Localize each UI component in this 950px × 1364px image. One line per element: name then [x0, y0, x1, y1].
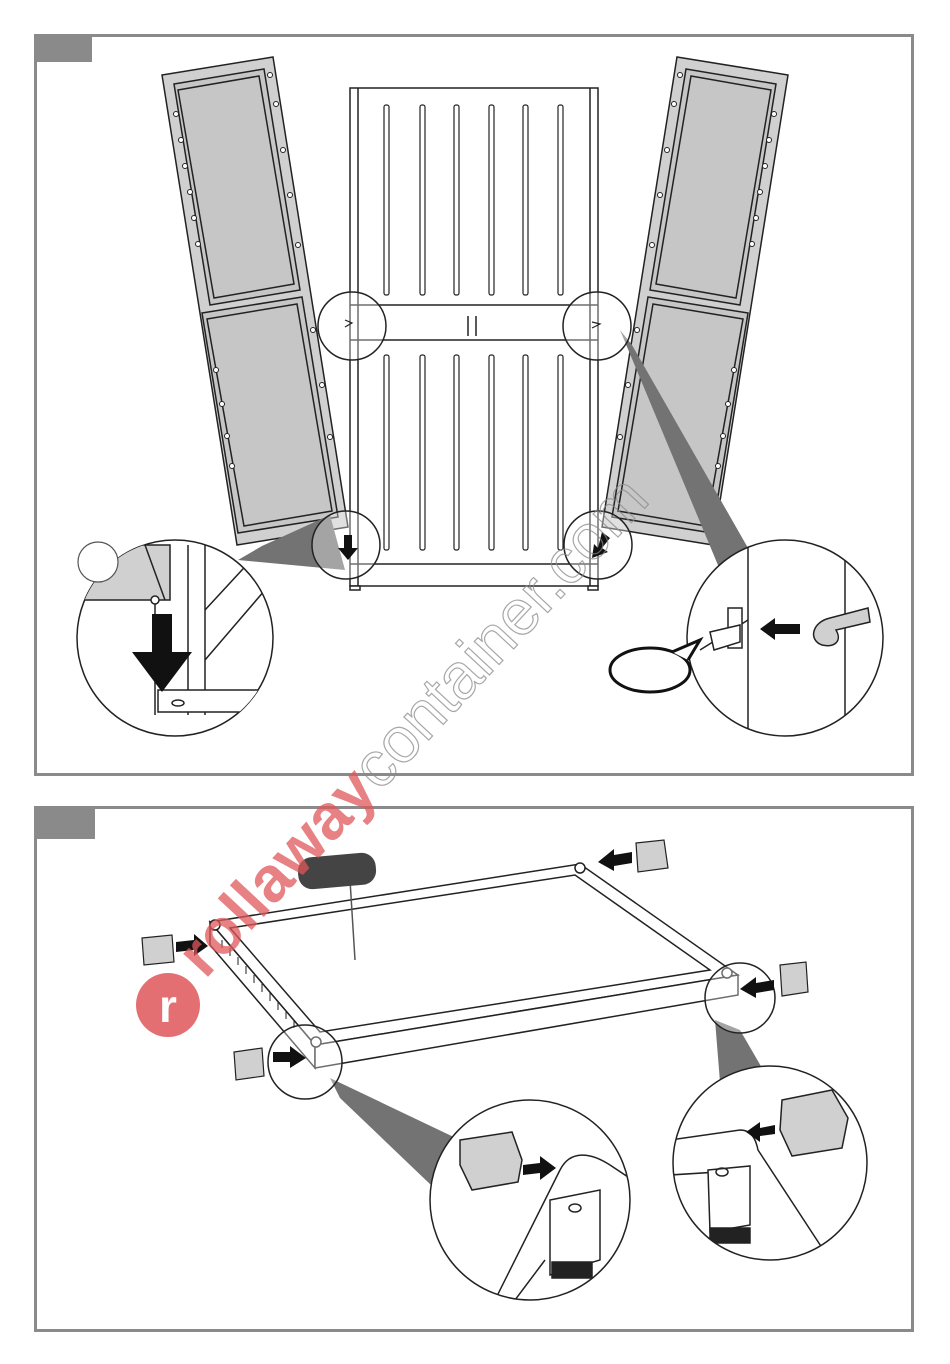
left-arrow-icon — [598, 849, 632, 871]
corner-foot-cap-icon — [780, 1090, 848, 1156]
watermark-logo-letter: r — [159, 980, 177, 1032]
magnified-detail-bottom-right — [673, 1066, 867, 1260]
detail-circle-front-right-corner — [705, 963, 775, 1033]
watermark-brand-light: container — [337, 561, 569, 802]
watermark-logo: r — [136, 973, 200, 1037]
corner-foot-cap-icon — [460, 1132, 522, 1190]
left-side-panel — [162, 57, 348, 545]
detail-circle-upper-left — [318, 292, 386, 360]
reference-small-circle — [78, 542, 118, 582]
